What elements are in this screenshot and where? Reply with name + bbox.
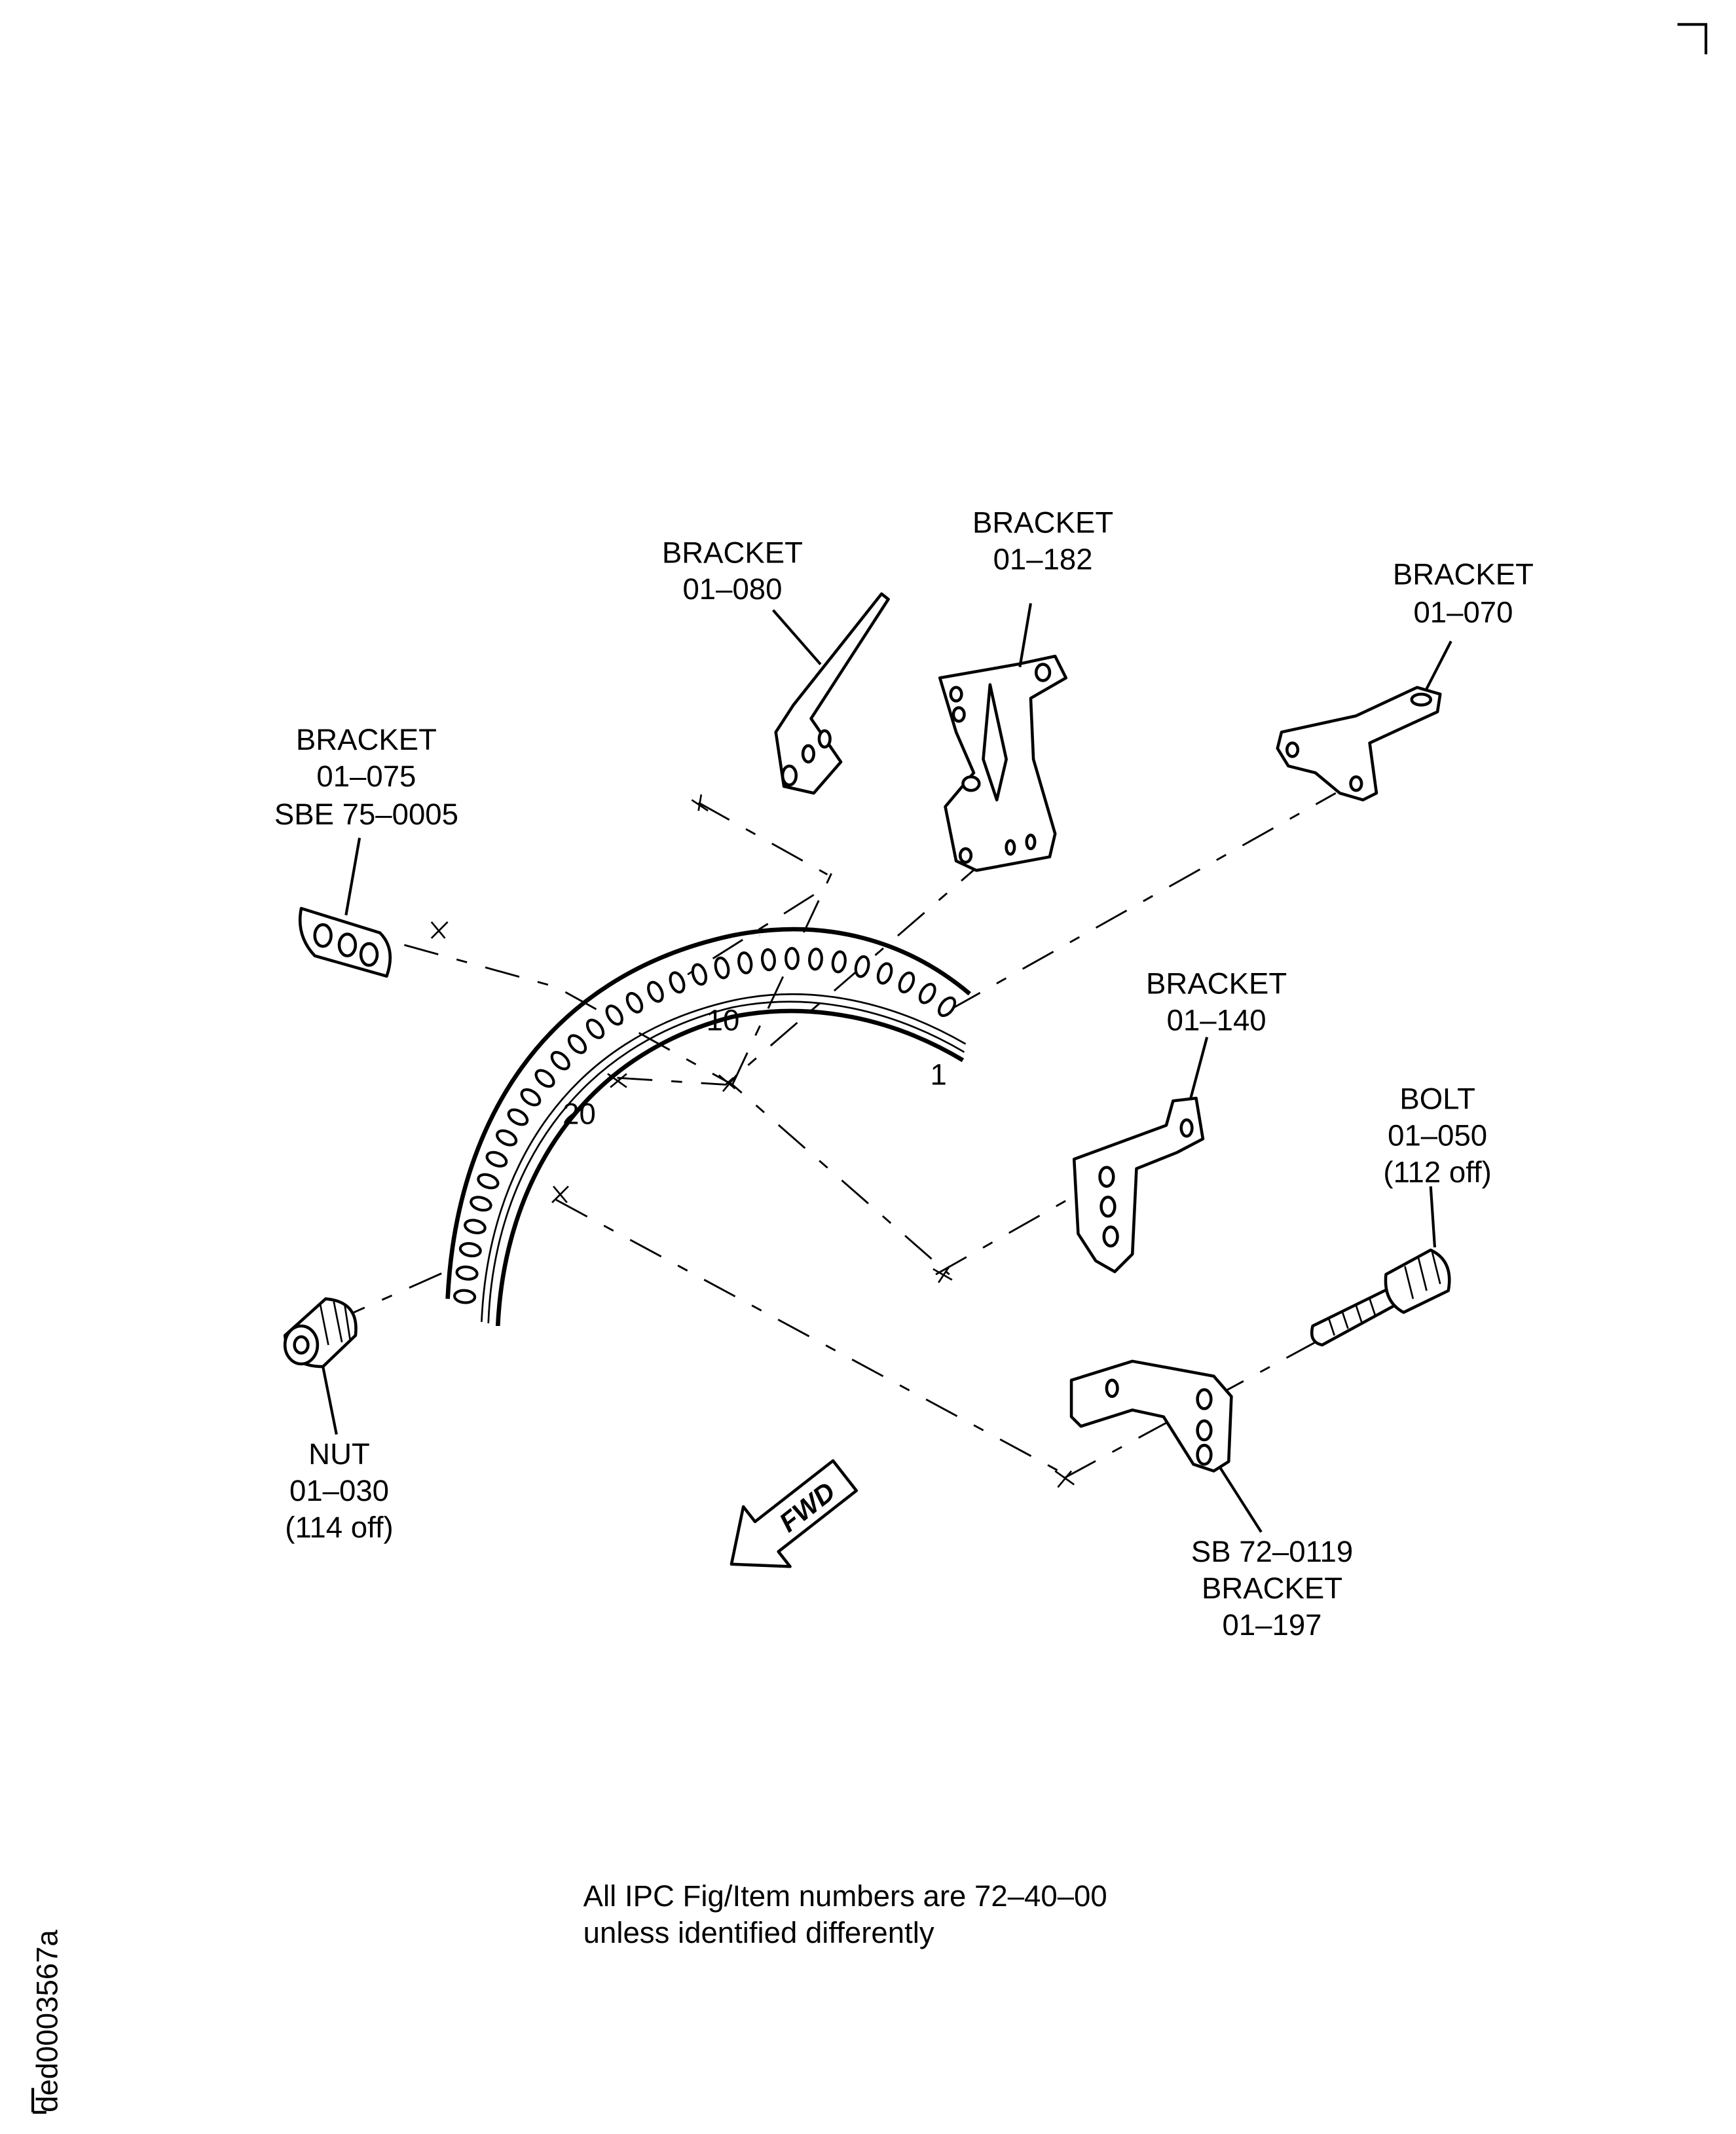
mounting-ring-segment: 10 20 1 — [445, 927, 971, 1327]
bolt-01-050-quantity: (112 off) — [1383, 1155, 1491, 1188]
ring-hole — [520, 1088, 542, 1107]
bracket-01-080-item: 01–080 — [682, 572, 782, 606]
footer-note-line-1: All IPC Fig/Item numbers are 72–40–00 — [583, 1879, 1107, 1913]
ring-hole — [898, 971, 915, 993]
forward-direction-arrow: FWD — [729, 1459, 859, 1568]
ring-holes — [453, 947, 957, 1304]
bolt-01-050: BOLT 01–050 (112 off) — [1310, 1082, 1492, 1347]
bracket-01-182-item: 01–182 — [993, 543, 1093, 576]
bolt-01-050-item: 01–050 — [1388, 1119, 1487, 1152]
bracket-01-140-item: 01–140 — [1167, 1004, 1266, 1037]
bracket-01-075-name: BRACKET — [296, 723, 437, 756]
bracket-01-080-name: BRACKET — [662, 536, 803, 569]
ring-hole — [567, 1034, 587, 1054]
bracket-01-080: BRACKET 01–080 — [662, 536, 890, 795]
crop-mark-bottom-left — [31, 2088, 46, 2114]
ring-position-10: 10 — [707, 1004, 740, 1037]
ring-hole — [458, 1242, 482, 1258]
drawing-id: ded0003567a — [30, 1930, 64, 2112]
ring-hole — [453, 1289, 477, 1304]
ring-hole — [585, 1018, 605, 1039]
ring-hole — [937, 996, 957, 1018]
ring-hole — [477, 1173, 500, 1190]
bracket-01-182: BRACKET 01–182 — [938, 506, 1113, 872]
ring-hole — [455, 1265, 479, 1281]
ring-hole — [737, 951, 753, 974]
ring-hole — [669, 971, 686, 994]
ring-hole — [918, 983, 936, 1004]
nut-01-030-quantity: (114 off) — [285, 1511, 393, 1544]
ring-position-1: 1 — [930, 1058, 946, 1091]
ring-hole — [496, 1129, 518, 1147]
bracket-01-182-name: BRACKET — [972, 506, 1113, 540]
ring-hole — [647, 981, 664, 1003]
ring-hole — [876, 962, 893, 985]
ring-hole — [534, 1069, 555, 1088]
ring-hole — [831, 950, 847, 974]
nut-01-030: NUT 01–030 (114 off) — [283, 1297, 394, 1544]
ring-hole — [485, 1150, 508, 1168]
bracket-01-075: BRACKET 01–075 SBE 75–0005 — [274, 723, 458, 978]
nut-01-030-item: 01–030 — [289, 1474, 389, 1507]
ring-hole — [714, 956, 730, 980]
ring-position-20: 20 — [563, 1097, 596, 1130]
ring-hole — [761, 948, 776, 972]
ring-hole — [854, 955, 870, 978]
nut-01-030-name: NUT — [308, 1437, 370, 1471]
bracket-01-140: BRACKET 01–140 — [1072, 967, 1287, 1274]
bracket-01-140-name: BRACKET — [1146, 967, 1287, 1001]
ring-hole — [507, 1108, 529, 1126]
crop-mark-top-right — [1677, 23, 1708, 54]
bracket-01-070: BRACKET 01–070 — [1276, 557, 1534, 801]
bracket-01-197-name: BRACKET — [1202, 1572, 1342, 1605]
ring-hole — [550, 1051, 570, 1071]
ring-hole — [625, 991, 644, 1014]
bracket-01-197-item: 01–197 — [1223, 1608, 1322, 1642]
bracket-01-197-service-bulletin: SB 72–0119 — [1191, 1535, 1353, 1568]
bracket-01-070-name: BRACKET — [1393, 557, 1534, 591]
footer-note-line-2: unless identified differently — [583, 1916, 934, 1949]
bracket-01-197: SB 72–0119 BRACKET 01–197 — [1069, 1359, 1353, 1642]
ring-hole — [605, 1004, 623, 1026]
ring-hole — [691, 963, 708, 986]
ring-hole — [464, 1219, 487, 1234]
bracket-01-075-item: 01–075 — [316, 760, 416, 793]
bolt-01-050-name: BOLT — [1399, 1082, 1475, 1116]
bracket-01-075-service-bulletin: SBE 75–0005 — [274, 798, 458, 831]
ring-hole — [808, 947, 823, 971]
bracket-01-070-item: 01–070 — [1413, 595, 1513, 629]
ring-hole — [470, 1196, 492, 1212]
ring-hole — [785, 947, 800, 970]
